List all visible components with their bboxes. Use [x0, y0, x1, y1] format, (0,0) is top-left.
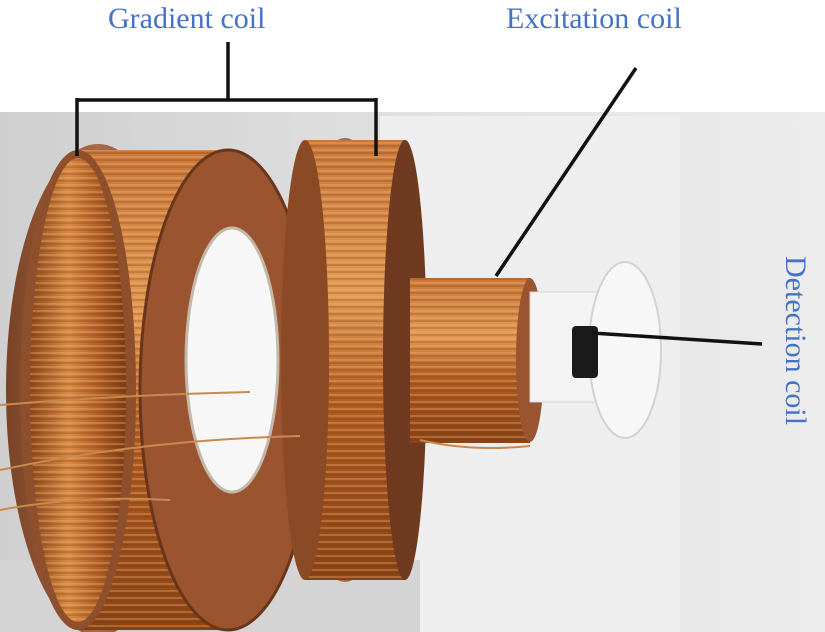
detection-coil-label: Detection coil — [779, 256, 812, 426]
lead-wires — [0, 391, 531, 511]
detection-coil-holder — [529, 261, 662, 439]
gradient-coil-left — [6, 144, 318, 632]
gradient-coil-bracket — [75, 42, 378, 156]
excitation-coil — [410, 278, 544, 443]
excitation-coil-label: Excitation coil — [506, 2, 682, 35]
gradient-coil-right — [281, 138, 427, 582]
detection-coil-leader — [591, 331, 763, 346]
detection-coil — [572, 326, 598, 378]
gradient-coil-bore — [184, 226, 280, 494]
gradient-coil-label: Gradient coil — [108, 2, 266, 35]
excitation-coil-leader — [494, 67, 638, 277]
